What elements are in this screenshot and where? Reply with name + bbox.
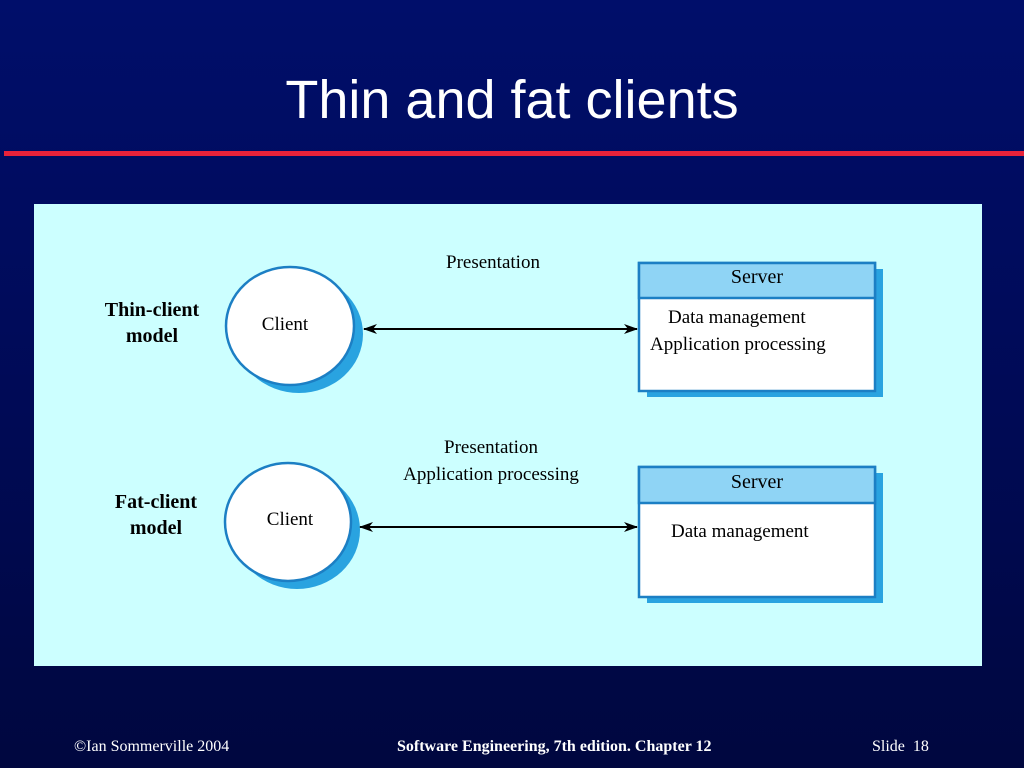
thin-client-model-label-line2: model bbox=[125, 325, 179, 347]
footer-slide-number: Slide 18 bbox=[872, 738, 929, 756]
title-divider bbox=[4, 151, 1024, 156]
thin-client-model-label-line1: Thin-client bbox=[104, 299, 200, 321]
fat-client-model-label-line1: Fat-client bbox=[114, 491, 198, 513]
thin-client-circle bbox=[224, 265, 363, 393]
fat-client-connection-label-line2: Application processing bbox=[403, 464, 579, 485]
fat-client-connection-label: Presentation Application processing bbox=[361, 434, 621, 488]
slide-title: Thin and fat clients bbox=[285, 70, 739, 130]
diagram-graphics bbox=[223, 261, 883, 603]
thin-client-server-line2: Application processing bbox=[650, 334, 826, 355]
fat-client-server-box bbox=[637, 465, 883, 603]
fat-client-client-label: Client bbox=[266, 509, 314, 530]
fat-client-model-label: Fat-client model bbox=[86, 489, 226, 541]
fat-client-model-label-line2: model bbox=[129, 517, 183, 539]
footer-slide-label: Slide bbox=[872, 738, 905, 755]
thin-client-server-line1: Data management bbox=[668, 307, 806, 328]
thin-client-connection-label: Presentation bbox=[446, 252, 540, 273]
thin-client-client-label: Client bbox=[261, 314, 309, 335]
fat-client-circle bbox=[223, 461, 360, 589]
footer-course-title: Software Engineering, 7th edition. Chapt… bbox=[397, 738, 712, 755]
diagram-panel: Thin-client model Client Presentation Se… bbox=[34, 204, 982, 666]
thin-client-server-body: Data management Application processing bbox=[650, 304, 826, 358]
fat-client-server-header: Server bbox=[730, 471, 784, 493]
thin-client-server-box bbox=[637, 261, 883, 397]
thin-client-model-label: Thin-client model bbox=[82, 297, 222, 349]
footer-copyright: ©Ian Sommerville 2004 bbox=[74, 738, 230, 755]
fat-client-server-line1: Data management bbox=[671, 521, 809, 542]
thin-client-server-header: Server bbox=[730, 266, 784, 288]
fat-client-connection-label-line1: Presentation bbox=[444, 437, 538, 458]
footer-slide-value: 18 bbox=[912, 738, 929, 755]
